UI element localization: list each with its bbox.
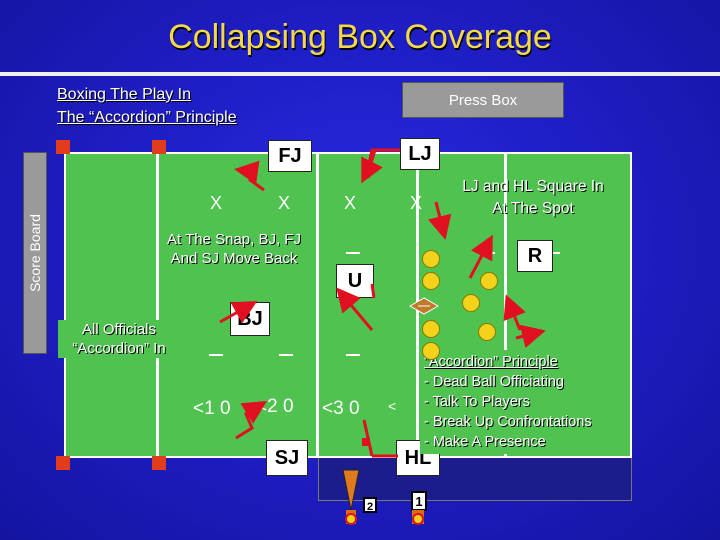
- down-box-label: 2: [367, 501, 373, 513]
- chain-crew: [343, 470, 426, 524]
- down-box-label: 1: [415, 494, 422, 509]
- movement-arrows: [220, 150, 540, 456]
- football-icon: [410, 298, 438, 314]
